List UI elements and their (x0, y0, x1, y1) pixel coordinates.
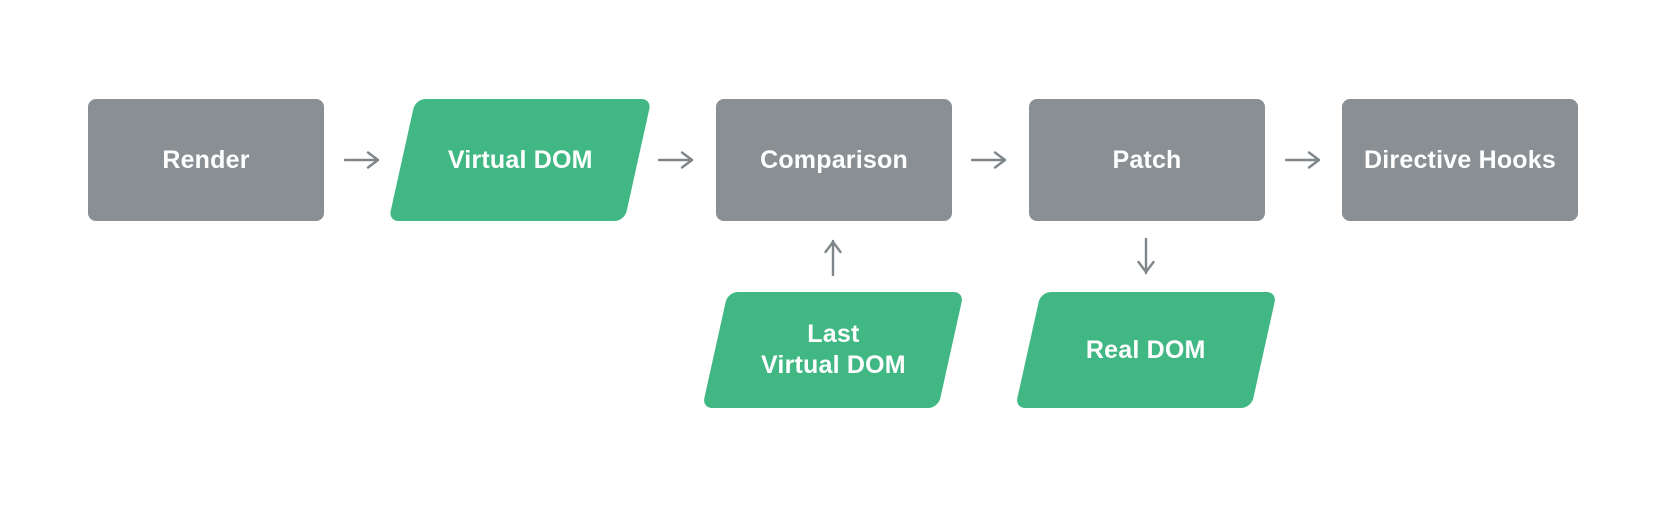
arrow-render-to-virtual-dom right-arrow-icon (344, 151, 380, 169)
node-comparison: Comparison (716, 99, 952, 221)
node-comparison-label: Comparison (760, 145, 908, 174)
node-real-dom-label: Real DOM (1086, 335, 1206, 364)
node-patch: Patch (1029, 99, 1265, 221)
arrow-comparison-to-patch right-arrow-icon (971, 151, 1007, 169)
arrow-virtual-dom-to-comparison right-arrow-icon (658, 151, 694, 169)
node-render-label: Render (162, 145, 250, 174)
node-last-virtual-dom-label-line2: Virtual DOM (760, 351, 906, 379)
node-last-virtual-dom-label-line1: Last (806, 320, 860, 348)
node-directive-hooks-label: Directive Hooks (1364, 145, 1556, 174)
node-virtual-dom: Virtual DOM (388, 99, 652, 221)
arrow-last-virtual-dom-to-comparison up-arrow-icon (824, 239, 842, 276)
node-real-dom: Real DOM (1015, 292, 1277, 408)
node-patch-label: Patch (1112, 145, 1182, 174)
node-directive-hooks: Directive Hooks (1342, 99, 1578, 221)
arrow-patch-to-real-dom down-arrow-icon (1137, 238, 1155, 275)
node-virtual-dom-label: Virtual DOM (447, 145, 593, 174)
arrow-patch-to-directive-hooks right-arrow-icon (1285, 151, 1321, 169)
node-render: Render (88, 99, 324, 221)
